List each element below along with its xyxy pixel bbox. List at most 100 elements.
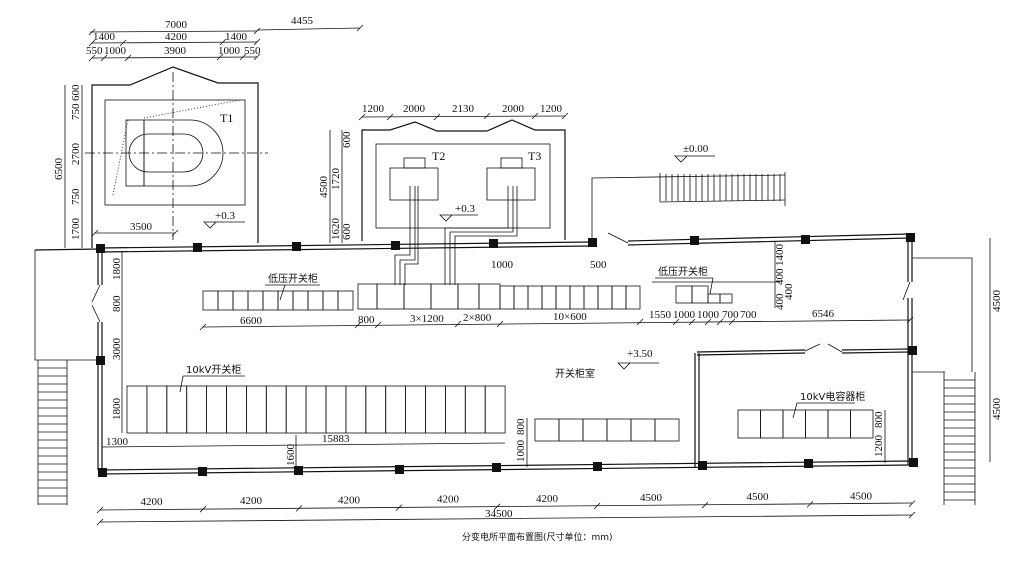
dim-bottom-bay: 4200	[536, 493, 559, 505]
lv-cabinet	[217, 290, 234, 311]
hv-cabinet	[325, 385, 347, 434]
dim-t1-c4: 750	[70, 188, 82, 205]
hv-cabinet	[365, 385, 387, 434]
dim-lv-10x600: 10×600	[553, 311, 587, 323]
lv-cabinet	[357, 283, 378, 310]
mid-cabinet	[654, 418, 680, 442]
dim-left-1800a: 1800	[111, 258, 123, 281]
dimension-tick	[531, 112, 539, 120]
outdoor-stair-top	[591, 172, 786, 240]
dimension-tick	[91, 229, 99, 237]
dim-bottom-total: 34500	[485, 508, 513, 520]
dim-t23-top-5: 1200	[540, 103, 563, 115]
hv-cabinet	[305, 385, 327, 434]
elevation-markers	[203, 155, 715, 370]
dimension-tick	[704, 318, 712, 326]
lv-cabinet	[337, 290, 354, 311]
dim-t23-c3: 1620	[330, 218, 342, 241]
dim-lv-2x800: 2×800	[463, 312, 492, 324]
main-building-walls	[34, 232, 973, 475]
capacitor-cabinet-label: 10kV电容器柜	[800, 390, 865, 403]
lv-cabinet	[322, 290, 339, 311]
column	[96, 356, 105, 365]
dimension-tick	[239, 53, 247, 61]
dim-left-800: 800	[111, 295, 123, 312]
elevation-switch-room: +3.50	[627, 348, 653, 360]
dim-top-b3: 3900	[164, 45, 187, 57]
dim-t1-bottom: 3500	[130, 221, 153, 233]
dimension-tick	[356, 24, 364, 32]
dim-mid-800: 800	[515, 418, 527, 435]
lv-switchgear-label-left: 低压开关柜	[268, 272, 318, 285]
hv-cabinet	[226, 385, 247, 434]
column	[294, 466, 303, 475]
dim-top-a3: 1400	[225, 31, 248, 43]
t2-t3-room	[361, 119, 566, 285]
dim-lv-700a: 700	[722, 309, 739, 321]
column	[98, 468, 107, 477]
dimension-tick	[88, 28, 96, 36]
dim-top-a2: 4200	[165, 31, 188, 43]
column	[588, 238, 597, 247]
column	[96, 244, 105, 253]
dimension-tick	[561, 112, 569, 120]
capacitor-cabinet	[737, 409, 761, 439]
t3-label: T3	[528, 149, 541, 163]
dimension-tick	[88, 39, 96, 47]
dim-bottom-bay: 4500	[850, 490, 873, 502]
dim-t1-c1: 600	[70, 84, 82, 101]
lv-cabinet	[555, 285, 571, 310]
hv-cabinet	[146, 385, 168, 434]
capacitor-cabinet	[805, 409, 829, 439]
capacitor-cabinet	[850, 409, 874, 439]
dim-right-4500a: 4500	[991, 290, 1003, 313]
dim-top-b1: 550	[86, 45, 103, 57]
dim-lv-6600: 6600	[240, 315, 263, 327]
hv-cabinet	[484, 385, 506, 434]
dim-lv-right-3: 400	[783, 283, 795, 300]
capacitor-cabinet	[827, 409, 851, 439]
dim-hv-15883: 15883	[322, 433, 350, 445]
dimension-tick	[906, 316, 914, 324]
dimension-tick	[593, 502, 601, 510]
dim-left-3000: 3000	[111, 338, 123, 361]
dim-t23-c2: 1720	[330, 168, 342, 191]
column	[395, 465, 404, 474]
hv-cabinet	[285, 385, 307, 434]
dim-lv-800: 800	[358, 314, 375, 326]
column	[804, 459, 813, 468]
elevation-t23: +0.3	[455, 203, 475, 215]
column	[292, 242, 301, 251]
hv-cabinet	[245, 385, 267, 434]
dim-t23-top-3: 2130	[452, 103, 475, 115]
lv-cabinet	[277, 290, 294, 311]
lv-cabinet	[597, 285, 613, 310]
drawing-caption: 分变电所平面布置图(尺寸单位：mm)	[462, 531, 613, 543]
stair-left	[37, 360, 68, 505]
dimension-tick	[636, 318, 644, 326]
column	[489, 239, 498, 248]
mid-cabinet	[558, 418, 584, 442]
dim-t23-top-1: 1200	[362, 103, 385, 115]
column	[198, 467, 207, 476]
lv-cabinet	[691, 285, 709, 304]
dim-right-4500b: 4500	[991, 398, 1003, 421]
lv-cabinet	[262, 290, 279, 311]
hv-cabinet	[126, 385, 148, 434]
lv-cabinet	[513, 285, 529, 310]
dimension-tick	[493, 503, 501, 511]
lv-cabinet	[247, 290, 264, 311]
stair-right	[943, 372, 976, 505]
column	[908, 346, 917, 355]
dim-top-overall: 7000	[165, 19, 188, 31]
column	[801, 235, 810, 244]
lv-cabinet	[376, 283, 405, 310]
dim-t23-c1: 600	[341, 131, 353, 148]
column	[593, 462, 602, 471]
dimension-tick	[716, 318, 724, 326]
hv-cabinet	[265, 385, 287, 434]
dimension-tick	[219, 38, 227, 46]
lv-cabinet	[202, 290, 219, 311]
column	[193, 243, 202, 252]
dimension-tick	[908, 500, 916, 507]
